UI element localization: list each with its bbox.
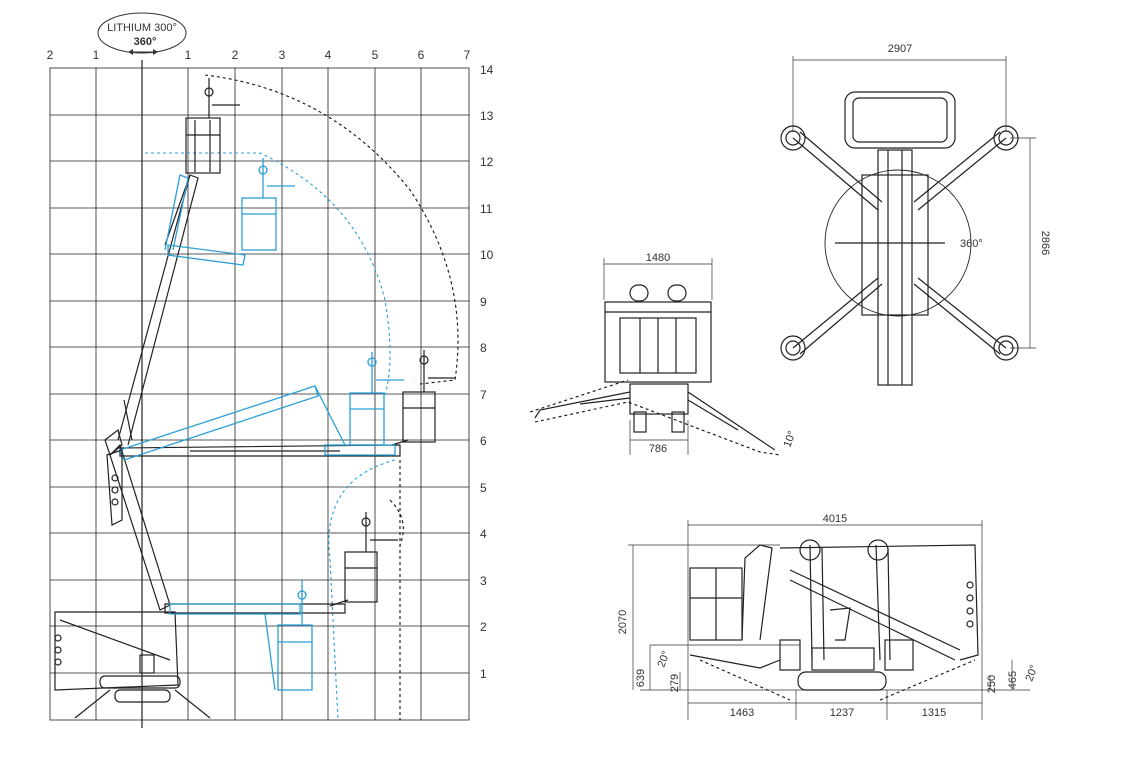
dim-786: 786 [649,443,667,455]
x-label: 3 [279,48,286,62]
x-label: 4 [325,48,332,62]
side-dash-right [879,659,976,701]
side-view-diagram: 4015 2070 639 279 20° 250 465 20° 1463 1… [617,513,1041,720]
y-label: 6 [480,434,487,448]
boom-mid-blue [119,352,404,461]
y-label: 1 [480,667,487,681]
y-label: 3 [480,574,487,588]
dim-1463: 1463 [730,707,754,719]
x-label: 2 [47,48,54,62]
dim-279: 279 [669,674,681,692]
front-machine-body [604,284,712,433]
x-label: 6 [418,48,425,62]
boom-raised-blue [164,158,295,266]
y-label: 4 [480,527,487,541]
angle-left: 20° [656,649,673,669]
x-label: 7 [464,48,471,62]
y-label: 5 [480,481,487,495]
x-label: 1 [185,48,192,62]
y-label: 9 [480,295,487,309]
envelope-y-axis-labels: 14 13 12 11 10 9 8 7 6 5 4 3 2 1 [480,63,494,681]
front-view-diagram: 1480 786 10° [529,252,799,456]
boom-raised-black [104,78,240,611]
lithium-badge: LITHIUM 300° 360° [97,12,187,55]
y-label: 7 [480,388,487,402]
dim-1315: 1315 [922,707,946,719]
blue-lower-outline [328,459,396,721]
angle-right: 20° [1024,663,1041,683]
max-reach-outline [204,74,459,385]
front-ground-dash [534,401,781,456]
x-label: 2 [232,48,239,62]
blue-reach-outline [145,152,391,396]
lower-reach-bump [389,499,404,546]
badge-line2: 360° [134,36,157,48]
y-label: 2 [480,620,487,634]
y-label: 12 [480,155,494,169]
front-angle: 10° [782,429,799,449]
front-outriggers [534,391,776,451]
boom-horizontal-black [119,350,455,457]
badge-line1: LITHIUM 300° [107,22,177,34]
y-label: 13 [480,109,494,123]
y-label: 10 [480,248,494,262]
top-view-diagram: 2907 2866 [780,43,1051,386]
x-label: 1 [93,48,100,62]
y-label: 8 [480,341,487,355]
working-envelope-diagram: LITHIUM 300° 360° [47,12,494,728]
y-label: 14 [480,63,494,77]
front-ground-dash-left [529,379,629,413]
side-machine [689,539,979,691]
boom-low-blue [169,580,313,691]
dim-2866: 2866 [1039,231,1051,255]
boom-low-black [164,512,398,614]
dim-4015: 4015 [823,513,847,525]
dim-250: 250 [986,675,998,693]
dim-639: 639 [635,669,647,687]
side-dash-left [699,659,791,701]
x-label: 5 [372,48,379,62]
dim-2070: 2070 [617,610,629,634]
dim-1237: 1237 [830,707,854,719]
envelope-column [106,449,123,526]
envelope-x-axis-labels: 2 1 1 2 3 4 5 6 7 [47,48,471,62]
y-label: 11 [480,202,493,216]
envelope-machine-base [54,611,211,719]
top-machine [780,91,1019,386]
top-rotation: 360° [960,238,983,250]
envelope-grid-horizontals [50,114,469,674]
dim-1480: 1480 [646,252,670,264]
dim-465: 465 [1007,671,1019,689]
dim-2907: 2907 [888,43,912,55]
